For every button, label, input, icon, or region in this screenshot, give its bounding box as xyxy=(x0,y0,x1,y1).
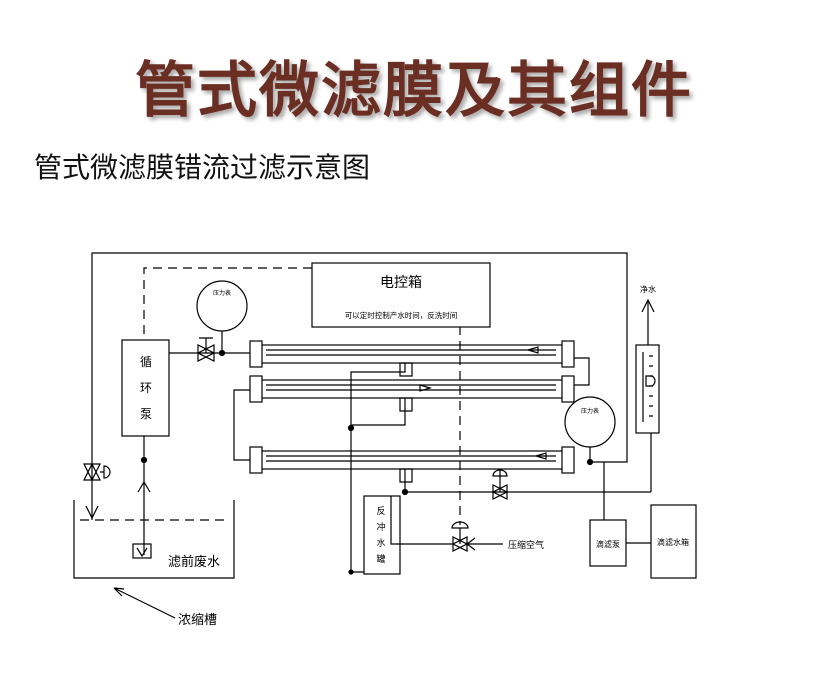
control-box-note: 可以定时控制产水时间，反洗时间 xyxy=(345,310,458,320)
tank-intake xyxy=(132,543,152,559)
air-inlet-arrow xyxy=(466,537,503,551)
clean-water-outlet xyxy=(641,298,655,345)
diagram-subtitle: 管式微滤膜错流过滤示意图 xyxy=(34,151,371,184)
bend-1-2 xyxy=(574,357,590,386)
concentrate-tank xyxy=(73,500,235,579)
backwash-tank-label-2: 冲 xyxy=(376,521,385,533)
filtrate-pump xyxy=(589,519,627,567)
permeate-header-2 xyxy=(351,398,406,426)
return-valve xyxy=(83,462,101,482)
backwash-tank xyxy=(363,495,401,575)
filtrate-tank-label: 滴滤水箱 xyxy=(657,537,689,547)
control-box-label: 电控箱 xyxy=(380,275,422,291)
pump-label-1: 循 xyxy=(140,355,152,369)
control-box xyxy=(311,262,491,328)
pressure-gauge-2-label: 压力表 xyxy=(581,407,599,415)
membrane-tube-2 xyxy=(249,375,575,403)
concentrate-pointer xyxy=(113,587,176,619)
feed-water-label: 滤前废水 xyxy=(168,554,220,570)
flowmeter xyxy=(635,344,660,434)
concentrate-tank-label: 浓缩槽 xyxy=(178,612,217,628)
backwash-tank-label-1: 反 xyxy=(376,506,385,517)
backwash-tank-label-3: 水 xyxy=(376,537,385,549)
pressure-gauge-1-label: 压力表 xyxy=(213,289,231,297)
pressure-gauge-2 xyxy=(564,396,616,448)
clean-water-label: 净水 xyxy=(640,284,656,294)
filtrate-tank xyxy=(650,504,697,579)
pressure-gauge-1 xyxy=(196,280,248,332)
backwash-tank-label-4: 罐 xyxy=(376,553,385,565)
pump-label-3: 泵 xyxy=(140,407,152,421)
circulation-pump xyxy=(121,339,170,437)
compressed-air-label: 压缩空气 xyxy=(508,539,544,551)
permeate-header-3 xyxy=(404,469,651,493)
membrane-tube-1 xyxy=(249,340,575,368)
outer-loop-line xyxy=(91,252,628,520)
bend-2-3 xyxy=(233,389,250,461)
filtrate-pump-label: 滴滤泵 xyxy=(596,539,620,549)
pump-label-2: 环 xyxy=(140,381,152,395)
page-title: 管式微滤膜及其组件 xyxy=(135,56,693,126)
control-dashed-line xyxy=(143,267,312,340)
permeate-header-1 xyxy=(350,363,406,572)
